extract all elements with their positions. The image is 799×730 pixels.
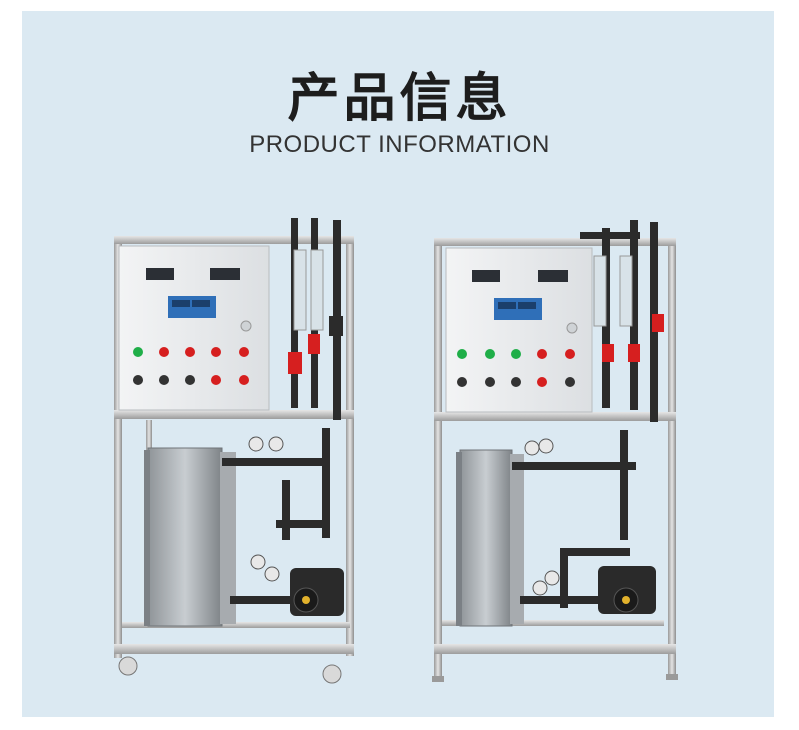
red-valve [288,352,302,374]
frame-post [346,240,354,656]
page-subtitle: PRODUCT INFORMATION [249,131,550,158]
frame-post [668,242,676,678]
green-button [457,349,467,359]
caster [118,656,138,676]
frame-post [434,240,442,680]
frame-post [114,238,122,658]
heat-exchanger [459,449,513,627]
caster [322,664,342,684]
red-valve [602,344,614,362]
green-button [133,347,143,357]
heat-exchanger [147,447,223,627]
right-unit [432,220,678,682]
page-title: 产品信息 [287,69,512,129]
left-unit [114,218,354,684]
